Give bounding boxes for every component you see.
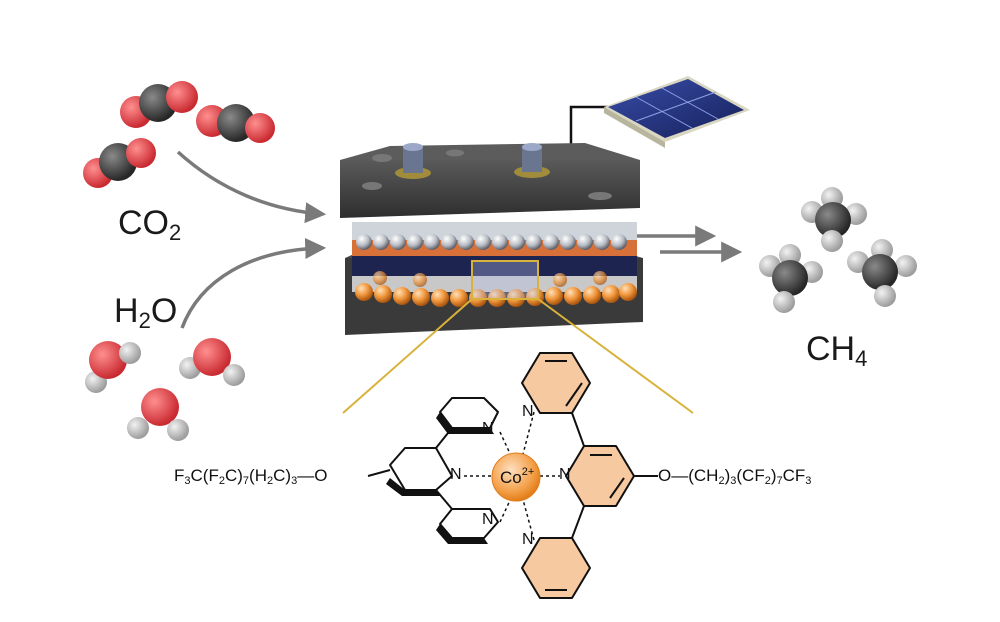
nitrogen-left-lower: N xyxy=(482,511,494,528)
coord-bond-ul xyxy=(499,431,513,459)
ch4-molecule-3 xyxy=(847,239,917,307)
h2o-arrow xyxy=(180,237,327,329)
cobalt-label: Co2+ xyxy=(500,466,535,487)
right-lower-pyridine xyxy=(521,537,591,599)
orange-bead-row xyxy=(355,271,637,307)
cobalt-complex xyxy=(367,352,658,599)
nitrogen-left-central: N xyxy=(450,466,462,483)
solar-wire xyxy=(569,105,612,150)
ch4-label: CH4 xyxy=(806,330,868,371)
h2o-molecule-2 xyxy=(179,338,245,386)
h2o-molecule-1 xyxy=(85,341,141,393)
co2-molecule-1 xyxy=(120,81,198,128)
guide-line-left xyxy=(342,298,473,414)
nitrogen-right-central: N xyxy=(559,466,571,483)
ch4-molecule-1 xyxy=(801,187,867,252)
nitrogen-left-upper: N xyxy=(482,420,494,437)
solar-panel xyxy=(604,76,750,148)
right-fluoroalkyl-chain: O—(CH2)3(CF2)7CF3 xyxy=(658,466,812,487)
coord-bond-ll xyxy=(499,495,513,523)
co2-molecule-2 xyxy=(196,104,275,143)
coord-bond-ur xyxy=(521,411,535,459)
coord-bond-lr xyxy=(521,495,535,541)
silver-bead-row xyxy=(356,234,627,250)
co2-arrow xyxy=(176,150,327,224)
zoom-highlight-box xyxy=(471,260,539,300)
co2-label: CO2 xyxy=(118,204,182,245)
nitrogen-right-lower: N xyxy=(522,531,534,548)
cobalt-atom xyxy=(491,452,541,502)
h2o-molecule-3 xyxy=(127,388,189,441)
right-upper-pyridine xyxy=(521,352,591,414)
guide-line-right xyxy=(537,298,694,414)
ch4-molecule-2 xyxy=(759,244,823,313)
left-fluoroalkyl-chain: F3C(F2C)7(H2C)3—O xyxy=(174,466,328,487)
left-central-pyridine xyxy=(389,447,453,491)
h2o-label: H2O xyxy=(114,292,178,333)
co2-molecule-3 xyxy=(83,138,156,188)
nitrogen-right-upper: N xyxy=(522,403,534,420)
